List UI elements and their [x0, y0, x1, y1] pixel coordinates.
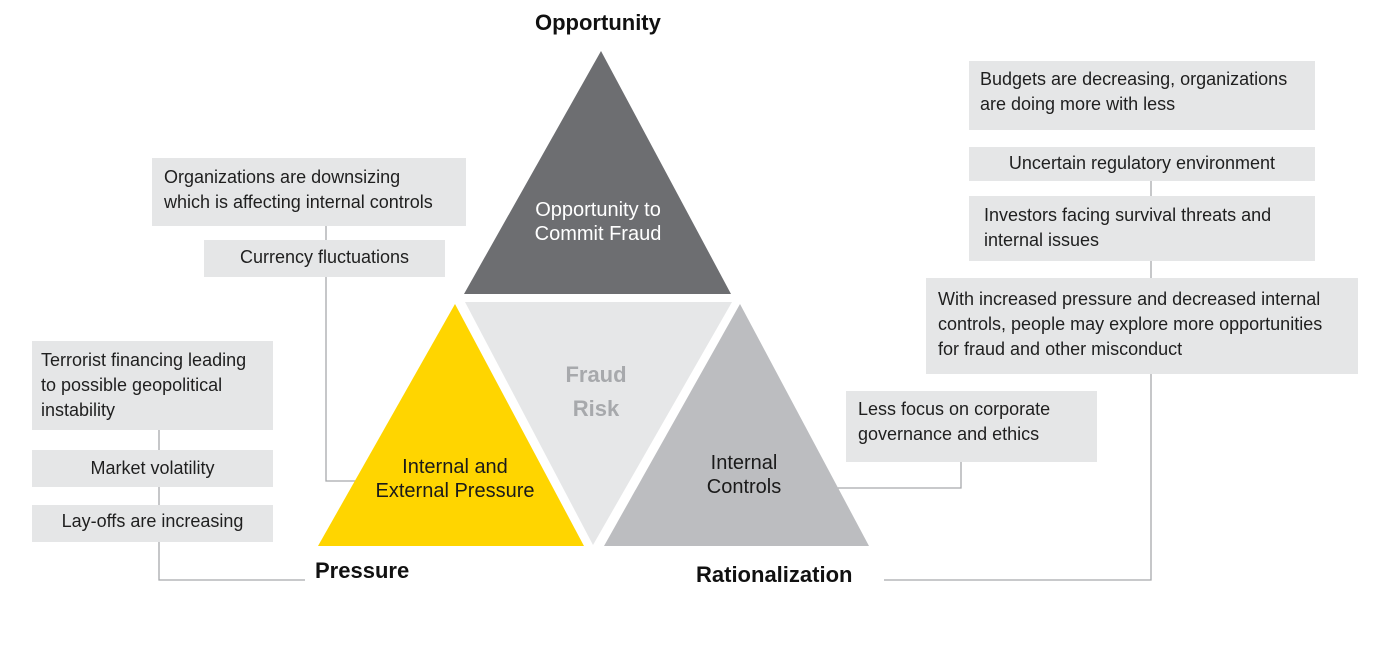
rationalization-factor-budgets: Budgets are decreasing, organizations ar… [969, 61, 1315, 130]
heading-rationalization: Rationalization [696, 562, 853, 587]
label-internal-controls: Internal Controls [706, 452, 782, 498]
rationalization-factor-governance: Less focus on corporate governance and e… [846, 391, 1097, 462]
connector-opportunity-to-pressure [325, 277, 368, 482]
label-fraud-risk: Fraud Risk [565, 362, 627, 421]
opportunity-triangle [464, 51, 731, 294]
pressure-factor-terrorist-financing: Terrorist financing leading to possible … [32, 341, 273, 430]
rationalization-factor-regulatory: Uncertain regulatory environment [969, 147, 1315, 181]
pressure-triangle [318, 304, 584, 546]
heading-opportunity: Opportunity [535, 10, 661, 35]
opportunity-factor-currency: Currency fluctuations [204, 240, 445, 277]
label-opportunity-to-commit-fraud: Opportunity to Commit Fraud [534, 199, 662, 245]
internal-controls-triangle [604, 304, 869, 546]
rationalization-factor-increased-pressure: With increased pressure and decreased in… [926, 278, 1358, 374]
pressure-factor-market-volatility: Market volatility [32, 450, 273, 487]
fraud-risk-triangle [465, 302, 732, 545]
opportunity-factor-downsizing: Organizations are downsizing which is af… [152, 158, 466, 226]
label-internal-external-pressure: Internal and External Pressure [375, 456, 535, 502]
connector-governance-to-controls [806, 462, 962, 489]
pressure-factor-layoffs: Lay-offs are increasing [32, 505, 273, 542]
rationalization-factor-investors: Investors facing survival threats and in… [969, 196, 1315, 261]
heading-pressure: Pressure [315, 558, 410, 583]
